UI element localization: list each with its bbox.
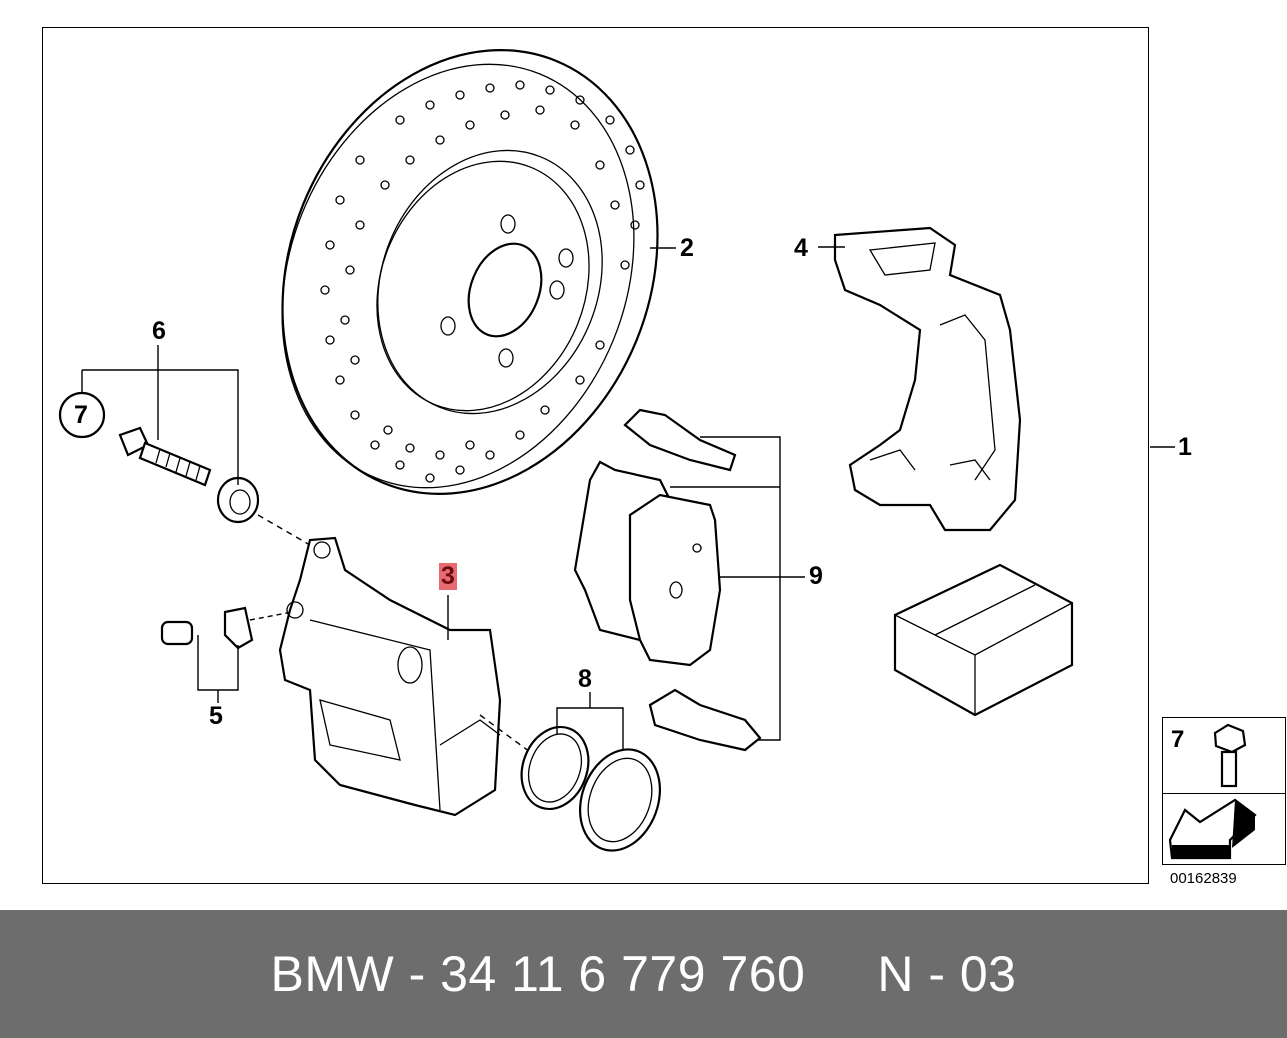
brake-pads xyxy=(573,408,762,752)
brake-caliper xyxy=(278,536,502,817)
callout-9: 9 xyxy=(809,562,823,590)
bleed-screw xyxy=(160,606,254,650)
callout-4: 4 xyxy=(794,234,808,262)
reference-box: 7 xyxy=(1162,717,1286,865)
callout-8: 8 xyxy=(578,665,592,693)
callout-3: 3 xyxy=(439,562,457,590)
callout-6: 6 xyxy=(152,317,166,345)
caliper-carrier xyxy=(833,226,1022,532)
grease-box xyxy=(893,563,1074,717)
brake-disc xyxy=(281,49,659,495)
diagram-frame xyxy=(42,27,1149,884)
callout-1: 1 xyxy=(1178,433,1192,461)
reference-divider xyxy=(1163,793,1285,794)
callout-2: 2 xyxy=(680,234,694,262)
callout-7: 7 xyxy=(74,401,88,429)
image-id: 00162839 xyxy=(1170,870,1237,887)
bolt-icon xyxy=(1213,723,1247,788)
guide-bolt xyxy=(118,426,260,524)
arrow-icon xyxy=(1168,798,1257,860)
piston-seal xyxy=(520,725,661,852)
callout-5: 5 xyxy=(209,702,223,730)
footer-bar: BMW - 34 11 6 779 760 N - 03 xyxy=(0,910,1287,1038)
callout-circle-7 xyxy=(58,391,106,439)
reference-number: 7 xyxy=(1171,726,1185,753)
parts-diagram xyxy=(58,49,1257,860)
part-number-text: BMW - 34 11 6 779 760 N - 03 xyxy=(270,946,1017,1002)
